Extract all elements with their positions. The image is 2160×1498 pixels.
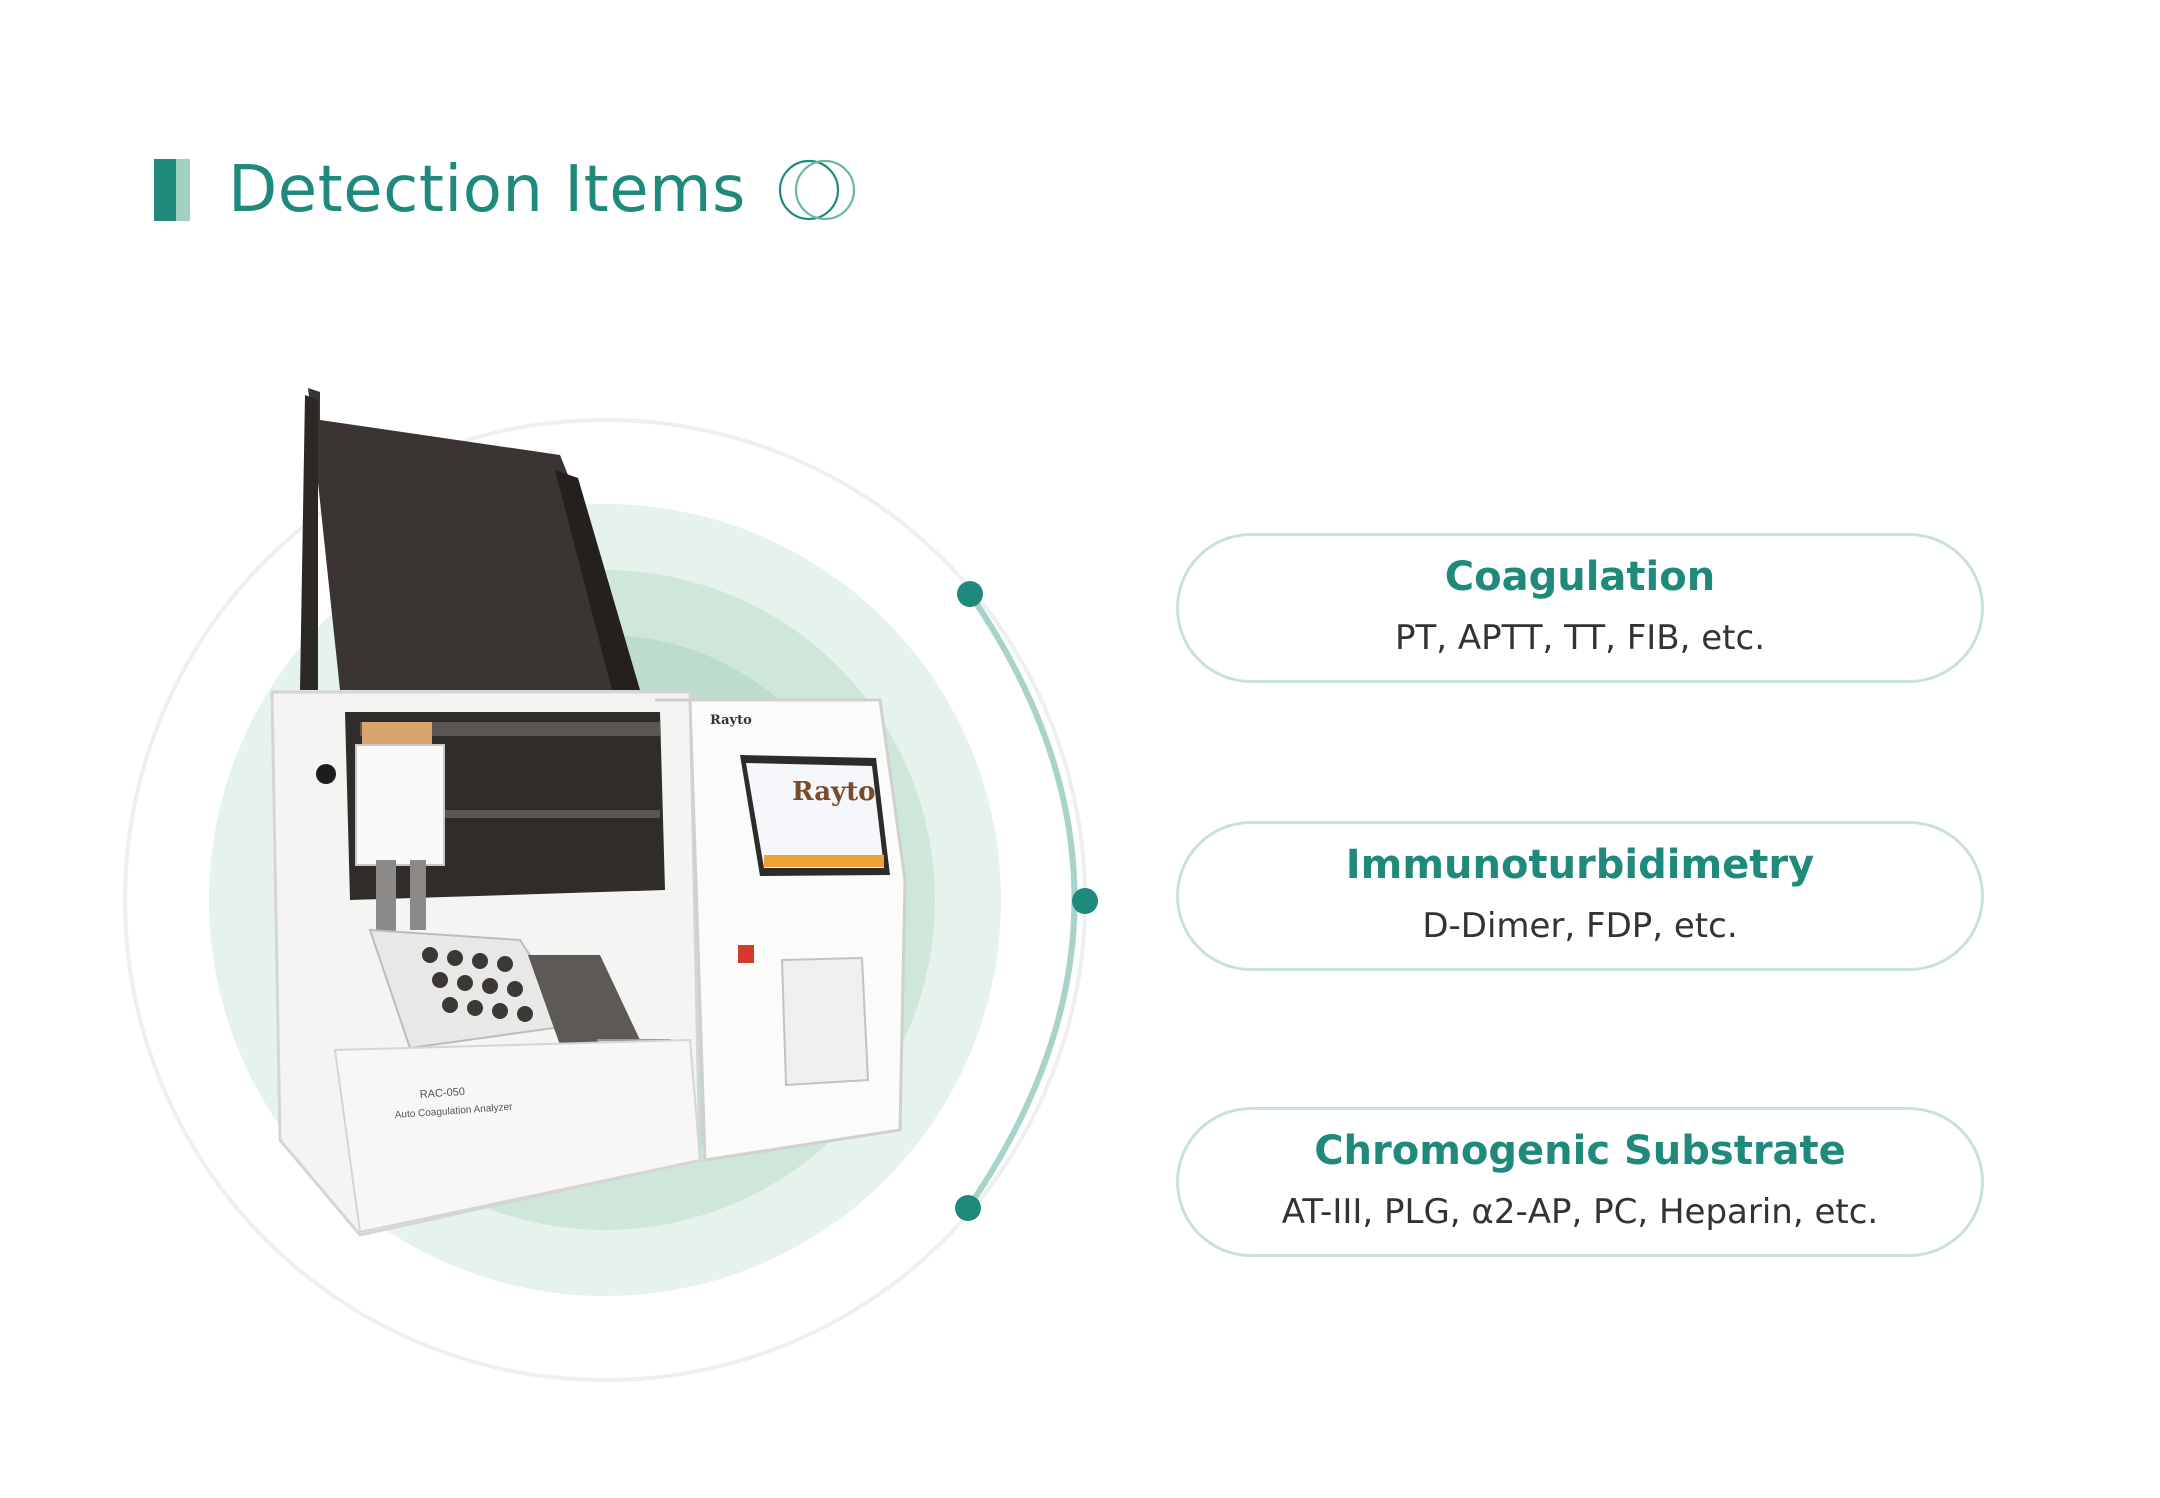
- overlapping-rings-icon: [778, 159, 855, 221]
- brand-logo-screen: Rayto: [792, 777, 876, 807]
- page-title: Detection Items: [228, 153, 746, 227]
- detection-card-chromogenic-substrate: Chromogenic Substrate AT-III, PLG, α2-AP…: [1176, 1107, 1984, 1257]
- card-description: PT, APTT, TT, FIB, etc.: [1394, 618, 1766, 658]
- card-title: Coagulation: [1444, 554, 1716, 600]
- card-description: D-Dimer, FDP, etc.: [1422, 906, 1738, 946]
- brand-logo-body: Rayto: [710, 713, 752, 728]
- detection-card-immunoturbidimetry: Immunoturbidimetry D-Dimer, FDP, etc.: [1176, 821, 1984, 971]
- card-title: Chromogenic Substrate: [1314, 1128, 1846, 1174]
- card-title: Immunoturbidimetry: [1345, 842, 1815, 888]
- section-header: Detection Items: [154, 140, 858, 240]
- model-label: RAC-050: [419, 1086, 465, 1101]
- title-bar-icon: [154, 159, 190, 221]
- device-illustration: Rayto Rayto RAC-050 Auto Coagulation Ana…: [123, 388, 1087, 1382]
- analyzer-device: [270, 388, 907, 1237]
- card-description: AT-III, PLG, α2-AP, PC, Heparin, etc.: [1281, 1192, 1879, 1232]
- detection-card-coagulation: Coagulation PT, APTT, TT, FIB, etc.: [1176, 533, 1984, 683]
